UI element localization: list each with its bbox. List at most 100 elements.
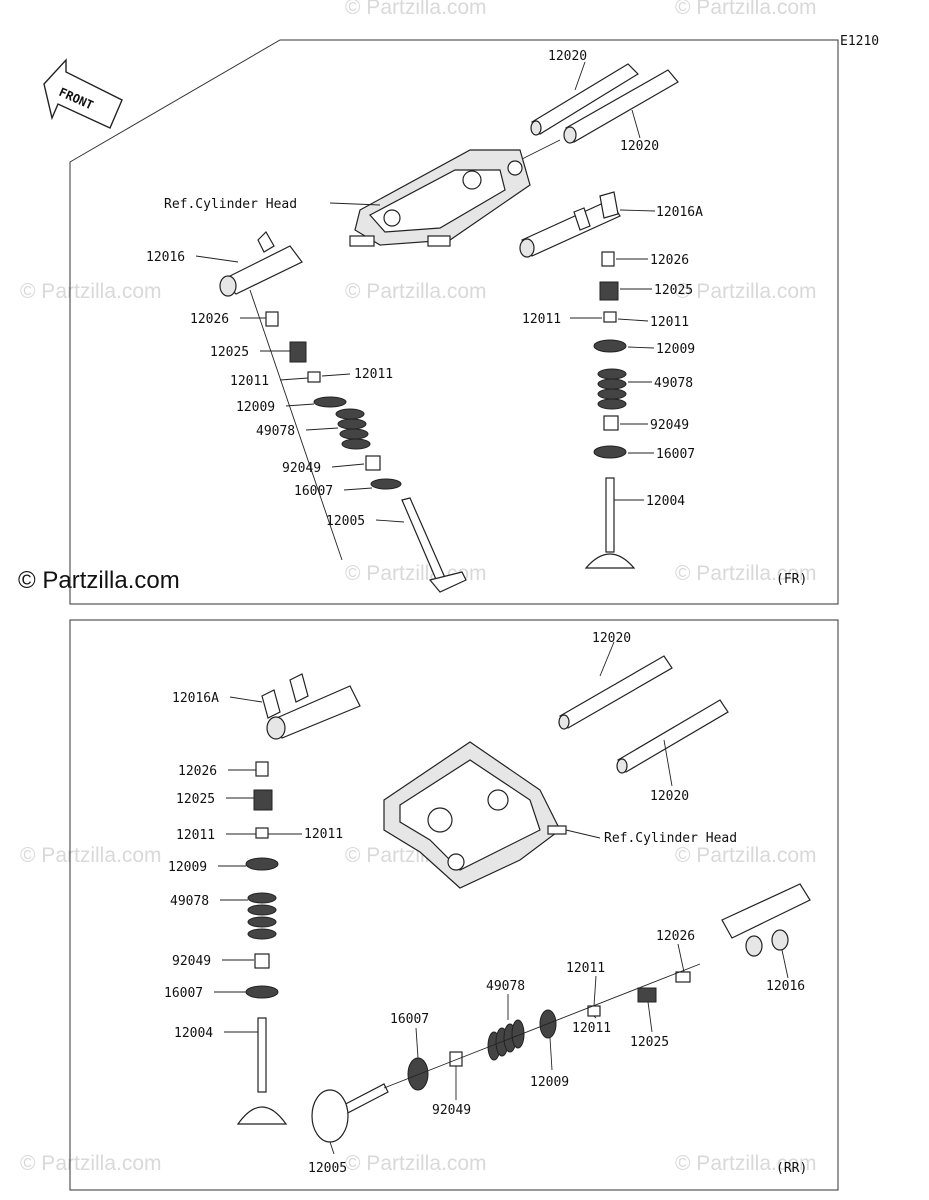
adjuster-icon	[601, 251, 615, 267]
part-label: 12009	[656, 342, 695, 357]
watermark: © Partzilla.com	[345, 280, 487, 303]
part-label: 16007	[390, 1012, 429, 1027]
part-label: 12009	[236, 400, 275, 415]
spring-seat-icon	[245, 985, 279, 999]
stem-seal-icon	[603, 415, 619, 431]
retainer-icon	[313, 396, 347, 408]
part-label: 49078	[170, 894, 209, 909]
keeper-icon	[603, 311, 617, 323]
part-label: 12016A	[656, 205, 703, 220]
rear-panel-frame	[69, 619, 839, 1191]
part-label: 12016A	[172, 691, 219, 706]
part-label: 16007	[294, 484, 333, 499]
keeper-icon	[307, 371, 321, 383]
part-label: 12004	[646, 494, 685, 509]
part-label: 92049	[282, 461, 321, 476]
watermark: © Partzilla.com	[675, 562, 817, 585]
part-label: 16007	[164, 986, 203, 1001]
valve-spring-icon	[335, 408, 371, 450]
cylinder-head-icon	[383, 741, 567, 889]
stem-seal-icon	[254, 953, 270, 969]
rear-panel: 12020 12020 Ref.Cylinder Head 12016A 120…	[69, 619, 839, 1191]
watermark: © Partzilla.com	[675, 844, 817, 867]
watermark: © Partzilla.com	[675, 0, 817, 19]
stem-seal-icon	[449, 1051, 463, 1067]
stem-seal-icon	[365, 455, 381, 471]
part-label: 12011	[230, 374, 269, 389]
watermark-main: © Partzilla.com	[18, 567, 180, 594]
part-label: 12005	[308, 1161, 347, 1176]
part-label: 12009	[168, 860, 207, 875]
part-label: 92049	[650, 418, 689, 433]
watermark: © Partzilla.com	[20, 1152, 162, 1175]
part-label: 12026	[650, 253, 689, 268]
part-label: 12020	[548, 49, 587, 64]
spring-seat-icon	[407, 1057, 429, 1091]
part-label-ref: Ref.Cylinder Head	[164, 197, 297, 212]
adjuster-icon	[255, 761, 269, 777]
locknut-icon	[289, 341, 307, 363]
valve-icon	[584, 477, 636, 569]
part-label: 12011	[522, 312, 561, 327]
watermark: © Partzilla.com	[675, 1152, 817, 1175]
watermark: © Partzilla.com	[20, 280, 162, 303]
valve-spring-icon	[597, 368, 627, 410]
part-label: 12011	[566, 961, 605, 976]
part-label: 12025	[654, 283, 693, 298]
part-label: 12009	[530, 1075, 569, 1090]
locknut-icon	[637, 987, 657, 1003]
part-label: 12016	[766, 979, 805, 994]
part-label: 12020	[650, 789, 689, 804]
part-label: 92049	[172, 954, 211, 969]
part-label: 12025	[176, 792, 215, 807]
part-label: 12011	[304, 827, 343, 842]
part-label: 49078	[486, 979, 525, 994]
leader-lines	[214, 641, 789, 1155]
panel-tag: (FR)	[776, 572, 807, 587]
locknut-icon	[599, 281, 619, 301]
diagram-code: E1210	[840, 34, 879, 49]
valve-icon	[401, 497, 467, 593]
part-label: 12011	[354, 367, 393, 382]
keeper-icon	[255, 827, 269, 839]
part-label: 12026	[178, 764, 217, 779]
adjuster-icon	[675, 971, 691, 983]
cylinder-head-icon	[349, 149, 531, 247]
part-label: 12005	[326, 514, 365, 529]
part-label: 16007	[656, 447, 695, 462]
part-label: 12011	[650, 315, 689, 330]
panel-tag: (RR)	[776, 1161, 807, 1176]
part-label: 49078	[256, 424, 295, 439]
watermark: © Partzilla.com	[345, 562, 487, 585]
rocker-arm-icon	[519, 191, 621, 258]
part-label: 12026	[656, 929, 695, 944]
part-label: 12020	[592, 631, 631, 646]
part-label: 49078	[654, 376, 693, 391]
front-arrow-icon: FRONT	[43, 58, 123, 129]
spring-seat-icon	[593, 445, 627, 459]
watermark-layer: © Partzilla.com © Partzilla.com © Partzi…	[20, 0, 817, 1175]
part-label: 12011	[572, 1021, 611, 1036]
watermark: © Partzilla.com	[20, 844, 162, 867]
rocker-arm-icon	[219, 231, 303, 297]
adjuster-icon	[265, 311, 279, 327]
part-label-ref: Ref.Cylinder Head	[604, 831, 737, 846]
watermark: © Partzilla.com	[345, 1152, 487, 1175]
part-label: 12016	[146, 250, 185, 265]
rocker-arm-icon	[721, 883, 811, 957]
part-label: 12025	[210, 345, 249, 360]
part-label: 92049	[432, 1103, 471, 1118]
watermark: © Partzilla.com	[345, 0, 487, 19]
front-panel: 12020 12020 Ref.Cylinder Head 12016 1201…	[69, 39, 839, 605]
valve-icon	[311, 1083, 389, 1143]
retainer-icon	[245, 857, 279, 871]
rocker-shaft-icon	[558, 655, 729, 774]
part-label: 12025	[630, 1035, 669, 1050]
part-label: 12020	[620, 139, 659, 154]
part-label: 12011	[176, 828, 215, 843]
valve-spring-icon	[247, 892, 277, 940]
valve-icon	[236, 1017, 288, 1125]
watermark: © Partzilla.com	[675, 280, 817, 303]
rocker-arm-icon	[261, 673, 361, 740]
